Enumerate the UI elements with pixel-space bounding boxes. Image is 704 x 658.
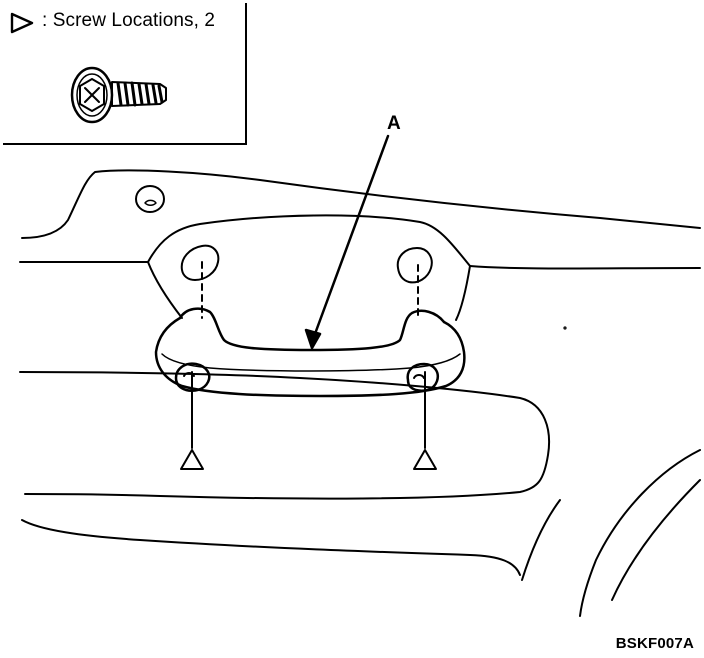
screw-location-markers (180, 449, 437, 470)
screw-illustration (70, 66, 167, 124)
headliner-panel (19, 169, 701, 617)
callout-label-a: A (387, 113, 401, 134)
callout-a-arrow (304, 134, 390, 350)
mounting-holes (180, 244, 433, 319)
screw-location-triangle-left (180, 449, 204, 470)
figure-code: BSKF007A (615, 635, 694, 652)
legend-label: : Screw Locations, 2 (42, 10, 216, 31)
screw-location-triangle-right (413, 449, 437, 470)
legend-box (3, 3, 247, 145)
screw-location-triangle-icon (10, 12, 34, 34)
screw-leader-lines (191, 371, 426, 449)
assist-grip (154, 307, 466, 398)
